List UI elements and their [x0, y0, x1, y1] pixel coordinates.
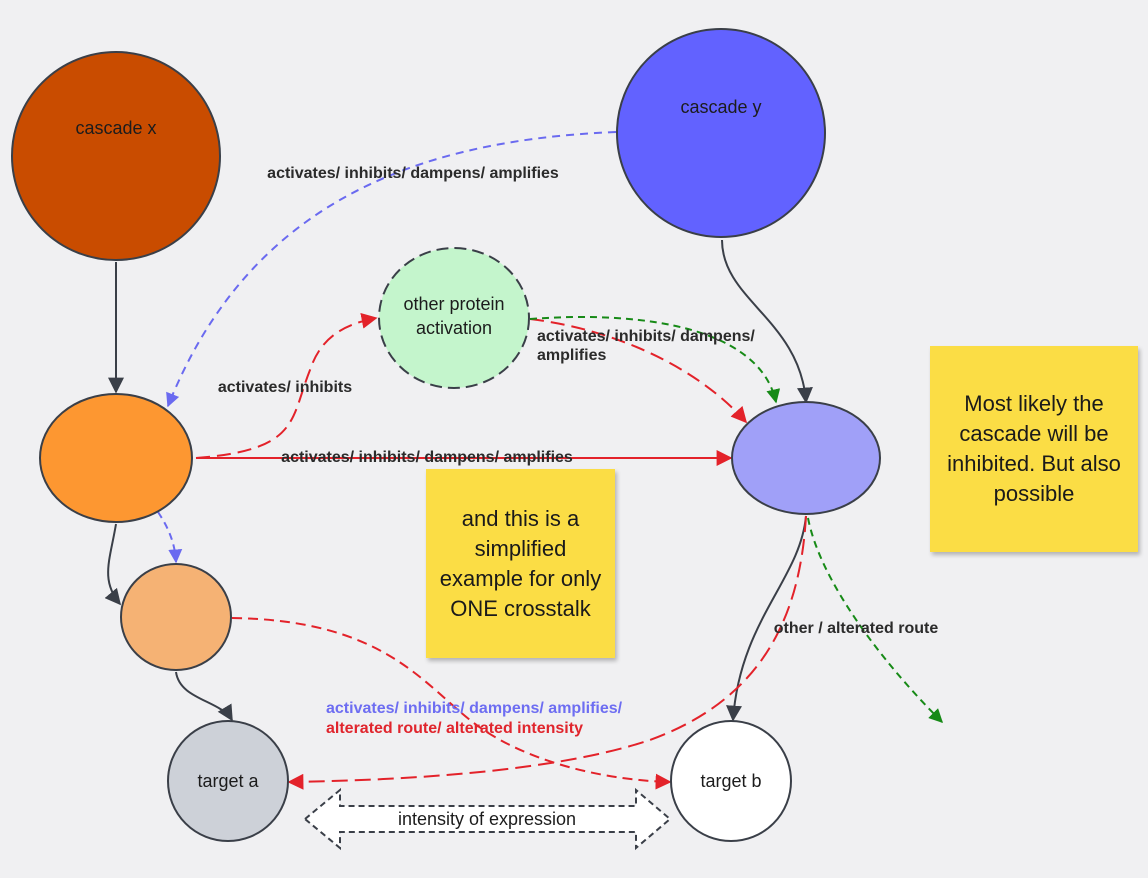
x-to-other-edge-label: activates/ inhibits [218, 379, 352, 396]
edge-orange-to-light-orange-blue [157, 511, 183, 564]
edge-cascade-y-to-lavender [721, 239, 813, 404]
edge-other-protein-to-lavender-red [529, 318, 748, 424]
other-to-y-edge-label-line1: activates/ inhibits/ dampens/ [537, 328, 755, 345]
sticky-note-simplified-example[interactable]: and this is a simplified example for onl… [426, 469, 615, 658]
intensity-double-arrow [303, 787, 672, 851]
other-protein-label-line1: other protein [403, 294, 504, 314]
cascade-x-label: cascade x [75, 118, 156, 138]
light-orange-node[interactable] [120, 563, 232, 671]
x-to-y-edge-label: activates/ inhibits/ dampens/ amplifies [281, 449, 573, 466]
edge-orange-to-other-protein [195, 312, 378, 459]
edge-lavender-alternate-route [807, 517, 943, 723]
edge-light-orange-to-target-b [231, 617, 672, 790]
edge-light-orange-to-target-a [175, 671, 233, 722]
alternate-route-edge-label: other / alterated route [774, 620, 939, 637]
crosstalk-label-line2: alterated route/ alterated intensity [326, 720, 583, 737]
sticky-note-inhibition-likely-text: Most likely the cascade will be inhibite… [947, 391, 1121, 506]
other-protein-node[interactable] [378, 247, 530, 389]
cascade-y-label: cascade y [680, 97, 761, 117]
edge-lavender-to-target-b [726, 515, 807, 722]
crosstalk-label-line1: activates/ inhibits/ dampens/ amplifies/ [326, 700, 623, 717]
y-to-x-edge-label: activates/ inhibits/ dampens/ amplifies [267, 165, 559, 182]
intensity-label: intensity of expression [398, 809, 576, 829]
edge-lavender-to-target-a [287, 515, 807, 790]
cascade-x-node[interactable] [11, 51, 221, 261]
sticky-note-simplified-example-text: and this is a simplified example for onl… [439, 505, 602, 621]
cascade-y-node[interactable] [616, 28, 826, 238]
target-b-node[interactable] [670, 720, 792, 842]
other-to-y-edge-label-line2: amplifies [537, 347, 606, 364]
edge-orange-to-light-orange [104, 523, 122, 606]
other-protein-label-line2: activation [416, 318, 492, 338]
target-b-label: target b [700, 771, 761, 791]
lavender-node[interactable] [731, 401, 881, 515]
orange-node[interactable] [39, 393, 193, 523]
target-a-label: target a [197, 771, 259, 791]
target-a-node[interactable] [167, 720, 289, 842]
sticky-note-inhibition-likely[interactable]: Most likely the cascade will be inhibite… [930, 346, 1138, 552]
